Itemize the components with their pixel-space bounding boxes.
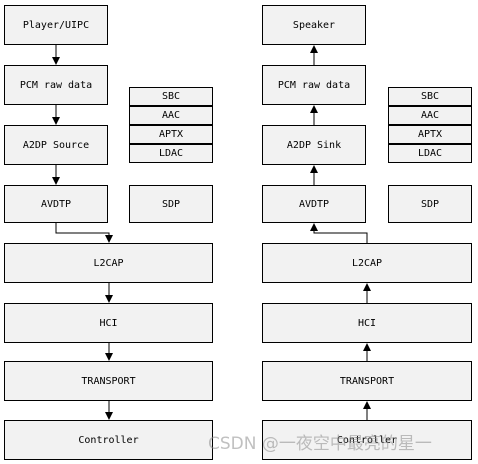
watermark: CSDN @一夜空中最亮的星一 <box>208 434 432 454</box>
right-transport-box: TRANSPORT <box>262 361 472 401</box>
right-l2cap-box: L2CAP <box>262 243 472 283</box>
right-speaker-box: Speaker <box>262 5 366 45</box>
right-controller-box: Controller <box>262 420 472 460</box>
right-hci-box: HCI <box>262 303 472 343</box>
left-player-box: Player/UIPC <box>4 5 108 45</box>
left-avdtp-box: AVDTP <box>4 185 108 223</box>
left-controller-box: Controller <box>4 420 213 460</box>
right-avdtp-box: AVDTP <box>262 185 366 223</box>
left-pcm-box: PCM raw data <box>4 65 108 105</box>
right-codec-aptx: APTX <box>388 125 472 144</box>
right-codec-aac: AAC <box>388 106 472 125</box>
right-sdp-box: SDP <box>388 185 472 223</box>
right-a2dp-sink-box: A2DP Sink <box>262 125 366 165</box>
left-codec-sbc: SBC <box>129 87 213 106</box>
left-codec-ldac: LDAC <box>129 144 213 163</box>
left-sdp-box: SDP <box>129 185 213 223</box>
left-codec-aptx: APTX <box>129 125 213 144</box>
right-codec-sbc: SBC <box>388 87 472 106</box>
left-a2dp-source-box: A2DP Source <box>4 125 108 165</box>
left-codec-aac: AAC <box>129 106 213 125</box>
left-hci-box: HCI <box>4 303 213 343</box>
left-transport-box: TRANSPORT <box>4 361 213 401</box>
right-codec-ldac: LDAC <box>388 144 472 163</box>
right-arrow-l2cap-avdtp <box>310 223 368 243</box>
left-l2cap-box: L2CAP <box>4 243 213 283</box>
right-pcm-box: PCM raw data <box>262 65 366 105</box>
left-arrow-avdtp-l2cap <box>55 223 113 243</box>
